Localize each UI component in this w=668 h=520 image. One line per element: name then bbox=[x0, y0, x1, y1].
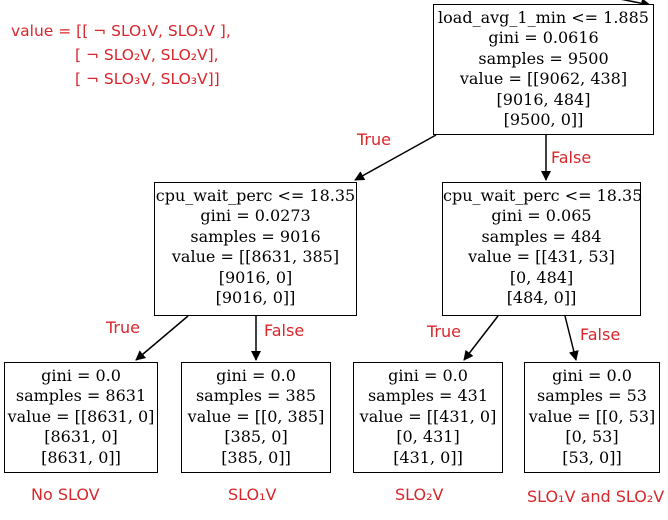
node-line: samples = 431 bbox=[367, 386, 489, 406]
node-line: [385, 0] bbox=[224, 427, 288, 447]
node-line: [9500, 0]] bbox=[503, 110, 584, 130]
node-line: value = [[0, 385] bbox=[187, 406, 325, 426]
edge-root-left bbox=[354, 134, 437, 181]
node-line: gini = 0.0 bbox=[552, 366, 632, 385]
node-root: load_avg_1_min <= 1.885 gini = 0.0616 sa… bbox=[433, 4, 654, 135]
edge-label-root-left: True bbox=[357, 130, 391, 149]
value-legend: value = [[ ¬ SLO₁V, SLO₁V ], [ ¬ SLO₂V, … bbox=[11, 19, 231, 91]
node-line: [385, 0]] bbox=[221, 447, 291, 467]
legend-line-2: [ ¬ SLO₂V, SLO₂V], bbox=[75, 46, 219, 64]
edge-label-right-rr: False bbox=[580, 325, 621, 344]
edge-label-right-rl: True bbox=[427, 322, 461, 341]
node-line: gini = 0.065 bbox=[491, 206, 592, 226]
edge-incoming-root bbox=[621, 0, 651, 9]
edge-label-root-right: False bbox=[551, 148, 592, 167]
leaf-label-slo2v: SLO₂V bbox=[395, 485, 444, 504]
node-line: gini = 0.0273 bbox=[200, 206, 311, 226]
node-line: [53, 0]] bbox=[562, 447, 622, 467]
node-line: samples = 53 bbox=[537, 386, 647, 406]
edge-right-rl bbox=[463, 315, 499, 361]
node-line: value = [[0, 53] bbox=[528, 406, 656, 426]
node-line: [431, 0]] bbox=[393, 447, 463, 467]
node-line: samples = 385 bbox=[195, 386, 317, 406]
node-line: samples = 9016 bbox=[190, 226, 321, 246]
node-line: [484, 0]] bbox=[506, 288, 577, 308]
node-line: [9016, 0]] bbox=[215, 288, 296, 308]
node-line: [0, 484] bbox=[509, 267, 574, 287]
legend-line-1: value = [[ ¬ SLO₁V, SLO₁V ], bbox=[11, 22, 231, 40]
node-line: value = [[8631, 385] bbox=[171, 247, 340, 267]
leaf-label-no-slov: No SLOV bbox=[31, 485, 100, 504]
node-line: cpu_wait_perc <= 18.35 bbox=[443, 186, 643, 205]
node-line: gini = 0.0 bbox=[388, 366, 468, 385]
node-line: gini = 0.0616 bbox=[488, 28, 599, 48]
node-line: load_avg_1_min <= 1.885 bbox=[438, 8, 649, 27]
leaf-left-right: gini = 0.0 samples = 385 value = [[0, 38… bbox=[181, 362, 331, 473]
edge-left-ll bbox=[135, 315, 189, 361]
edge-label-left-ll: True bbox=[106, 318, 140, 337]
node-line: [0, 53] bbox=[565, 427, 619, 447]
node-line: [9016, 484] bbox=[496, 89, 591, 109]
node-line: samples = 9500 bbox=[478, 48, 609, 68]
node-line: gini = 0.0 bbox=[216, 366, 296, 385]
leaf-right-right: gini = 0.0 samples = 53 value = [[0, 53]… bbox=[524, 362, 660, 473]
edge-label-left-lr: False bbox=[264, 321, 305, 340]
node-line: value = [[431, 53] bbox=[468, 247, 615, 267]
node-line: samples = 8631 bbox=[15, 386, 147, 406]
node-line: value = [[431, 0] bbox=[359, 406, 497, 426]
leaf-left-left: gini = 0.0 samples = 8631 value = [[8631… bbox=[4, 362, 158, 473]
node-line: [8631, 0]] bbox=[41, 447, 121, 467]
node-right: cpu_wait_perc <= 18.35 gini = 0.065 samp… bbox=[442, 182, 643, 316]
node-line: value = [[9062, 438] bbox=[459, 69, 628, 89]
node-line: gini = 0.0 bbox=[41, 366, 121, 385]
leaf-label-slo1v: SLO₁V bbox=[228, 485, 277, 504]
edge-right-rr bbox=[564, 315, 579, 361]
node-line: [9016, 0] bbox=[218, 267, 293, 287]
node-left: cpu_wait_perc <= 18.35 gini = 0.0273 sam… bbox=[154, 182, 357, 316]
node-line: cpu_wait_perc <= 18.35 bbox=[155, 186, 356, 205]
node-line: value = [[8631, 0] bbox=[7, 406, 155, 426]
leaf-label-slo1v-and-slo2v: SLO₁V and SLO₂V bbox=[527, 487, 665, 506]
leaf-right-left: gini = 0.0 samples = 431 value = [[431, … bbox=[353, 362, 503, 473]
legend-line-3: [ ¬ SLO₃V, SLO₃V]] bbox=[75, 70, 220, 88]
node-line: [8631, 0] bbox=[44, 427, 118, 447]
node-line: [0, 431] bbox=[396, 427, 460, 447]
node-line: samples = 484 bbox=[481, 226, 602, 246]
